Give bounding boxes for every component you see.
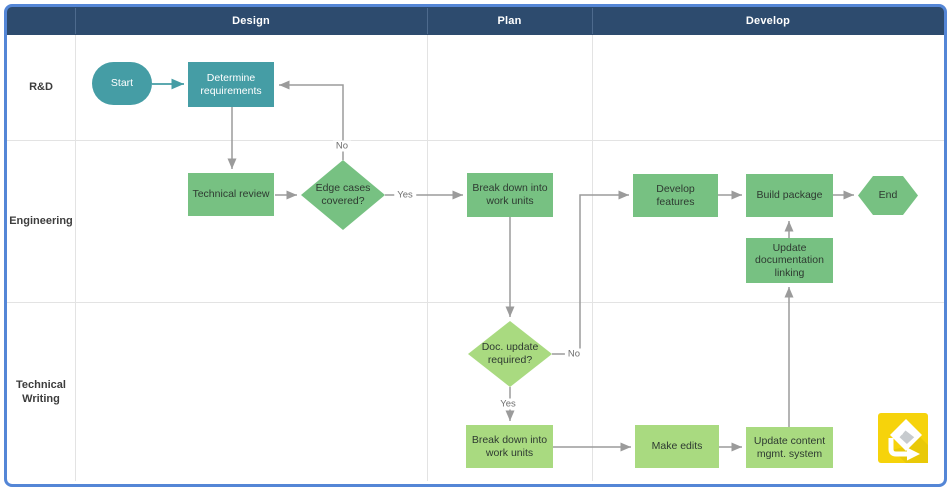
- node-edge-cases-covered[interactable]: Edge cases covered?: [301, 160, 385, 230]
- edge-label-no: No: [564, 348, 584, 360]
- edge-doc-update-no-to-develop-features: [552, 190, 629, 355]
- lane-header-design: Design: [232, 15, 270, 27]
- lane-header-develop: Develop: [745, 15, 791, 27]
- edge-label-no: No: [332, 140, 352, 152]
- node-build-package[interactable]: Build package: [746, 174, 833, 217]
- row-divider: [7, 302, 944, 303]
- node-technical-review[interactable]: Technical review: [188, 173, 274, 216]
- node-break-down-work-units-tw[interactable]: Break down into work units: [466, 425, 553, 468]
- row-label-technical-writing: Technical Writing: [16, 379, 66, 406]
- edge-label-yes: Yes: [394, 189, 416, 201]
- node-update-content-mgmt-system[interactable]: Update content mgmt. system: [746, 427, 833, 468]
- row-label-rnd: R&D: [29, 81, 53, 93]
- column-divider: [75, 35, 76, 481]
- diagram-app-logo-icon[interactable]: [878, 413, 928, 463]
- node-update-documentation-linking[interactable]: Update documentation linking: [746, 238, 833, 283]
- node-break-down-work-units-eng[interactable]: Break down into work units: [467, 173, 553, 217]
- node-determine-requirements[interactable]: Determine requirements: [188, 62, 274, 107]
- node-make-edits[interactable]: Make edits: [635, 425, 719, 468]
- node-doc-update-required[interactable]: Doc. update required?: [468, 321, 552, 387]
- column-divider: [427, 35, 428, 481]
- node-develop-features[interactable]: Develop features: [633, 174, 718, 217]
- lane-header-bar: [7, 7, 944, 35]
- header-divider: [592, 8, 593, 34]
- node-start[interactable]: Start: [92, 62, 152, 105]
- header-divider: [75, 8, 76, 34]
- edge-label-yes: Yes: [497, 398, 519, 410]
- column-divider: [592, 35, 593, 481]
- row-label-engineering: Engineering: [9, 215, 73, 227]
- header-divider: [427, 8, 428, 34]
- row-divider: [7, 140, 944, 141]
- lane-header-plan: Plan: [497, 15, 522, 27]
- node-end[interactable]: End: [858, 176, 918, 215]
